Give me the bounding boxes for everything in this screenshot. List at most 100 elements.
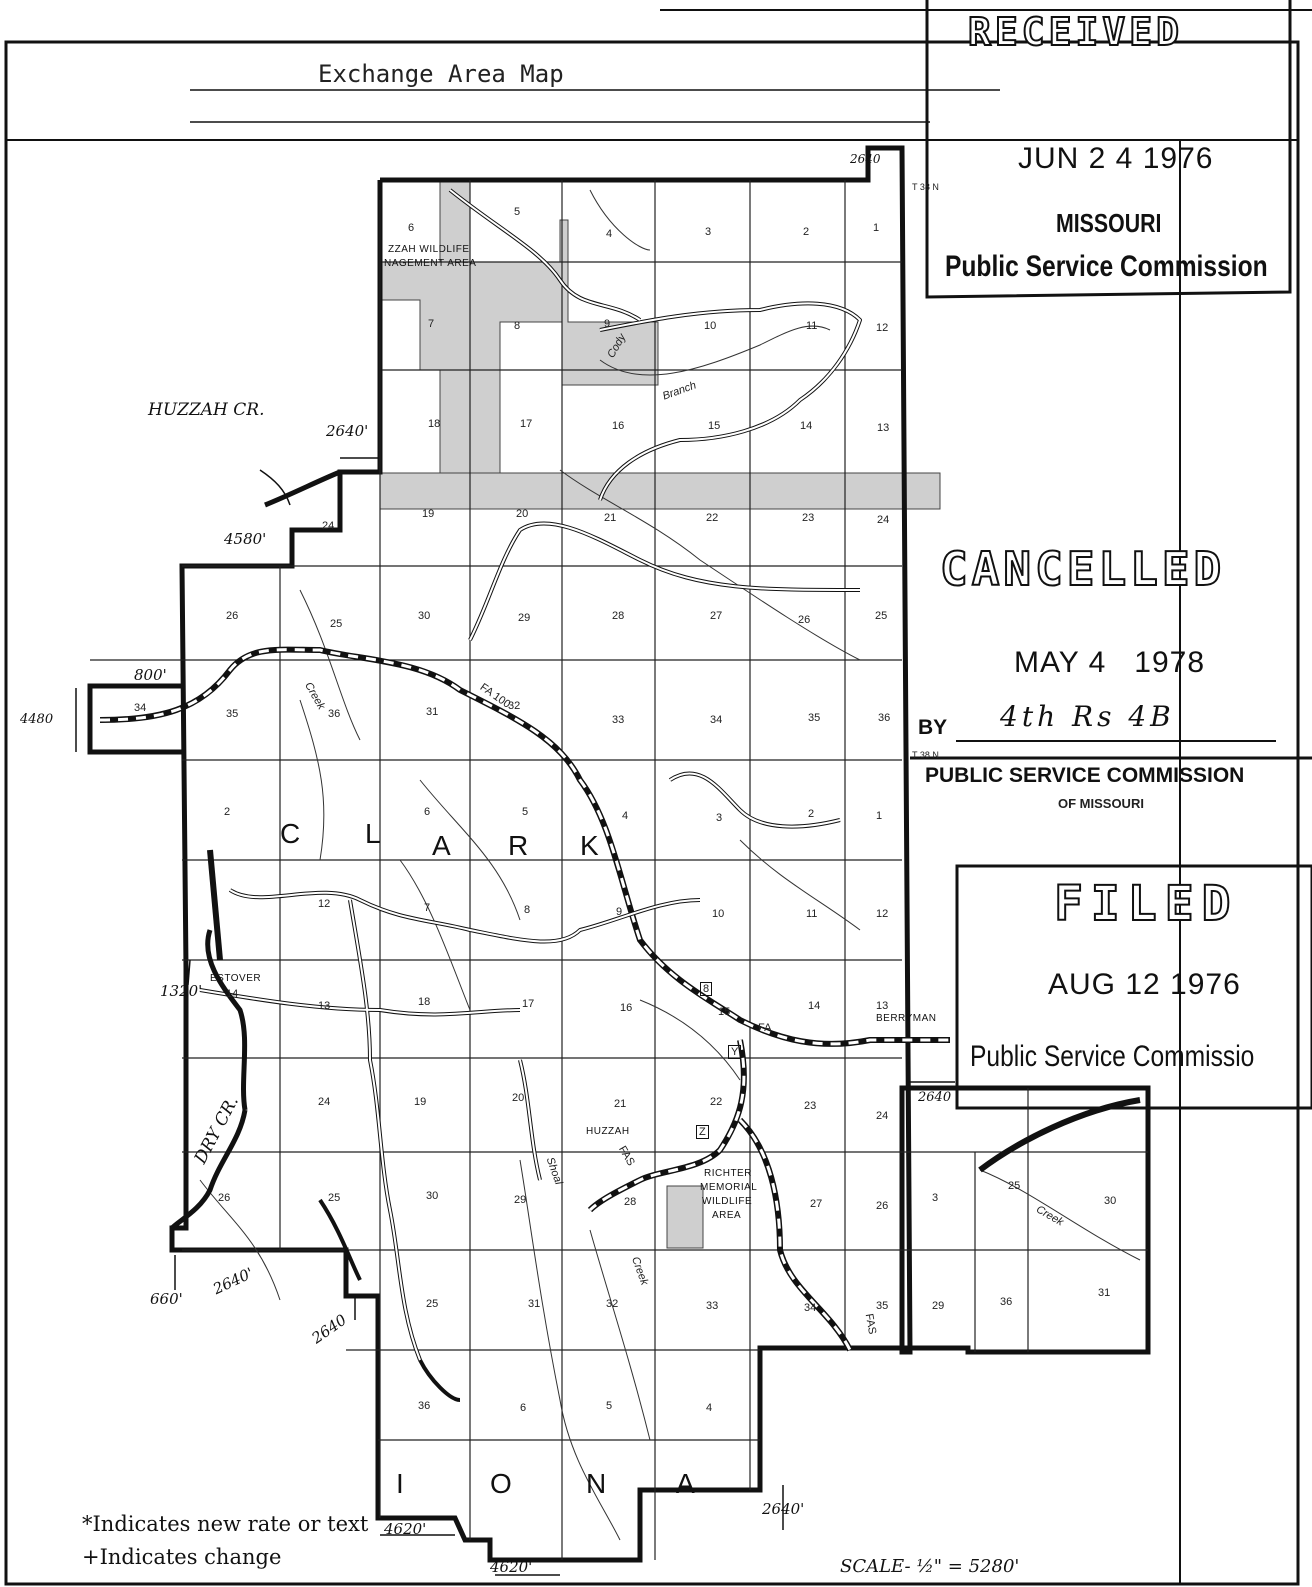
section-number: 26 (798, 614, 811, 626)
section-number: 26 (218, 1192, 231, 1204)
section-number: 19 (422, 508, 435, 520)
section-number: 19 (414, 1096, 427, 1108)
received-stamp-state: MISSOURI (1056, 208, 1162, 238)
section-number: 12 (876, 908, 889, 920)
section-number: 30 (1104, 1195, 1117, 1207)
dimension-label: 2640 (918, 1090, 952, 1105)
section-number: 15 (718, 1006, 731, 1018)
filed-stamp-word: FILED (1053, 875, 1239, 933)
section-number: 25 (330, 618, 343, 630)
dimension-label: 660' (150, 1290, 183, 1308)
dimension-label: 2640' (326, 422, 369, 440)
section-number: 3 (716, 812, 723, 824)
filed-stamp-agency: Public Service Commissio (970, 1040, 1255, 1073)
dimension-label: 800' (134, 666, 167, 684)
county-letter: A (432, 830, 451, 861)
section-number: 36 (1000, 1296, 1013, 1308)
place-label: ZZAH WILDLIFE (388, 244, 470, 255)
place-label: NAGEMENT AREA (384, 258, 477, 269)
dimension-label: 4580' (224, 530, 267, 548)
section-number: 26 (876, 1200, 889, 1212)
section-number: 33 (612, 714, 625, 726)
section-number: 24 (876, 1110, 889, 1122)
section-number: 25 (328, 1192, 341, 1204)
section-number: 18 (428, 418, 441, 430)
section-number: 27 (710, 610, 723, 622)
section-number: 15 (708, 420, 721, 432)
place-label: ESTOVER (210, 973, 262, 984)
section-number: 13 (318, 1000, 331, 1012)
section-number: 28 (624, 1196, 637, 1208)
section-number: 25 (875, 610, 888, 622)
section-number: 11 (806, 320, 818, 332)
section-number: 14 (226, 988, 239, 1000)
section-number: 12 (876, 322, 889, 334)
section-number: 22 (706, 512, 719, 524)
dimension-label: 2640 (850, 152, 881, 166)
cancelled-stamp-date: MAY 4 1978 (1014, 646, 1206, 679)
section-number: 35 (226, 708, 239, 720)
legend-new-rate: *Indicates new rate or text (82, 1512, 369, 1536)
section-number: 14 (808, 1000, 821, 1012)
section-number: 9 (604, 318, 611, 330)
dimension-label: 4620' (384, 1520, 427, 1538)
received-stamp-agency: Public Service Commission (945, 250, 1268, 283)
section-number: 31 (426, 706, 439, 718)
place-label: MEMORIAL (700, 1182, 758, 1193)
signature-line (956, 740, 1276, 742)
county-letter: C (280, 818, 301, 849)
section-number: 23 (804, 1100, 817, 1112)
section-number: 34 (134, 702, 147, 714)
section-number: 16 (620, 1002, 633, 1014)
road-label: FA (758, 1022, 772, 1034)
map-title: Exchange Area Map (318, 60, 564, 88)
dimension-label: 4620' (490, 1558, 533, 1576)
section-number: 17 (520, 418, 533, 430)
section-number: 6 (520, 1402, 527, 1414)
section-number: 20 (516, 508, 529, 520)
section-number: 4 (606, 228, 613, 240)
township-letter: O (490, 1468, 512, 1499)
section-number: 30 (418, 610, 431, 622)
received-stamp-word: RECEIVED (967, 9, 1184, 55)
county-letter: K (580, 830, 599, 861)
section-number: 11 (806, 908, 818, 920)
received-stamp-date: JUN 2 4 1976 (1018, 142, 1214, 175)
legend-change: +Indicates change (82, 1545, 282, 1569)
filed-stamp-date: AUG 12 1976 (1048, 968, 1241, 1001)
cancelled-stamp-agency: PUBLIC SERVICE COMMISSION (925, 764, 1245, 787)
section-number: 24 (877, 514, 890, 526)
section-number: 18 (418, 996, 431, 1008)
section-number: 7 (424, 902, 431, 914)
section-number: 1 (873, 222, 880, 234)
section-number: 36 (328, 708, 341, 720)
township-letter: A (676, 1468, 695, 1499)
section-number: 14 (800, 420, 813, 432)
section-number: 35 (808, 712, 821, 724)
county-letter: L (365, 818, 381, 849)
section-number: 23 (802, 512, 815, 524)
dimension-label: 4480 (20, 712, 54, 727)
cancelled-by-label: BY (918, 716, 948, 739)
section-number: 31 (528, 1298, 541, 1310)
section-number: 36 (878, 712, 891, 724)
township-label: T 38 N (912, 182, 939, 192)
township-label: T 38 N (912, 750, 939, 760)
section-number: 20 (512, 1092, 525, 1104)
section-number: 6 (424, 806, 431, 818)
section-number: 3 (705, 226, 712, 238)
dimension-label: 2640' (762, 1500, 805, 1518)
section-number: 27 (810, 1198, 823, 1210)
section-number: 6 (408, 222, 415, 234)
road-label: Y (728, 1045, 742, 1059)
section-number: 36 (418, 1400, 431, 1412)
cancelled-stamp-word: CANCELLED (939, 541, 1226, 597)
section-number: 28 (612, 610, 625, 622)
section-number: 29 (932, 1300, 945, 1312)
section-number: 16 (612, 420, 625, 432)
section-number: 8 (524, 904, 531, 916)
section-number: 4 (622, 810, 629, 822)
place-label: AREA (712, 1210, 742, 1221)
